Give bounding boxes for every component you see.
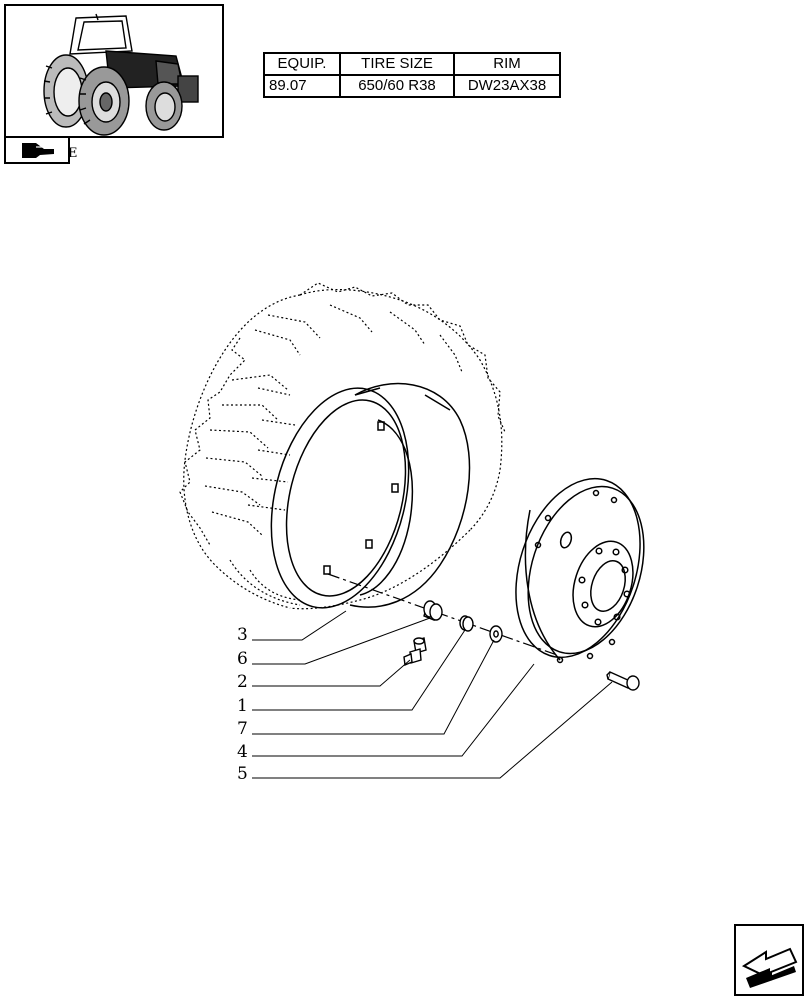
valve-part [403, 637, 427, 667]
next-page-arrow-icon [741, 947, 798, 988]
leader-line-6 [252, 617, 431, 665]
lock-washer-part [489, 625, 503, 643]
leader-line-7 [252, 639, 495, 735]
tractor-thumbnail-icon [43, 13, 199, 136]
spec-header-equip: EQUIP. [263, 52, 341, 76]
spacer-part [423, 600, 443, 621]
callout-5: 5 [237, 764, 248, 784]
thumbnail-tab-label: E [68, 146, 78, 161]
callout-2: 2 [237, 672, 248, 692]
leader-line-2 [252, 659, 411, 687]
spec-cell-equip: 89.07 [263, 74, 341, 98]
bolt-part [606, 671, 640, 691]
spec-cell-rim: DW23AX38 [453, 74, 561, 98]
spec-header-rim: RIM [453, 52, 561, 76]
callout-3: 3 [237, 625, 248, 645]
spec-cell-tire-size: 650/60 R38 [339, 74, 455, 98]
washer-part [459, 615, 474, 632]
callout-1: 1 [237, 696, 248, 716]
leader-line-4 [252, 663, 535, 757]
leader-line-3 [252, 610, 347, 641]
leader-line-1 [252, 629, 466, 711]
thumbnail-tab [4, 137, 70, 164]
assembly-axis [327, 573, 561, 657]
tire-outline [179, 282, 506, 610]
callout-6: 6 [237, 649, 248, 669]
callout-7: 7 [237, 719, 248, 739]
wheel-disc [515, 477, 645, 664]
leader-lines [252, 610, 613, 779]
spec-table-header-row: EQUIP. TIRE SIZE RIM [263, 52, 561, 76]
spec-header-tire-size: TIRE SIZE [339, 52, 455, 76]
callout-4: 4 [237, 742, 248, 762]
spec-table: EQUIP. TIRE SIZE RIM 89.07 650/60 R38 DW… [263, 52, 561, 98]
leader-line-5 [252, 681, 613, 779]
next-page-button[interactable] [734, 924, 804, 996]
tractor-thumbnail [4, 4, 224, 138]
spec-table-row: 89.07 650/60 R38 DW23AX38 [263, 74, 561, 98]
hand-pointer-icon [22, 143, 54, 158]
